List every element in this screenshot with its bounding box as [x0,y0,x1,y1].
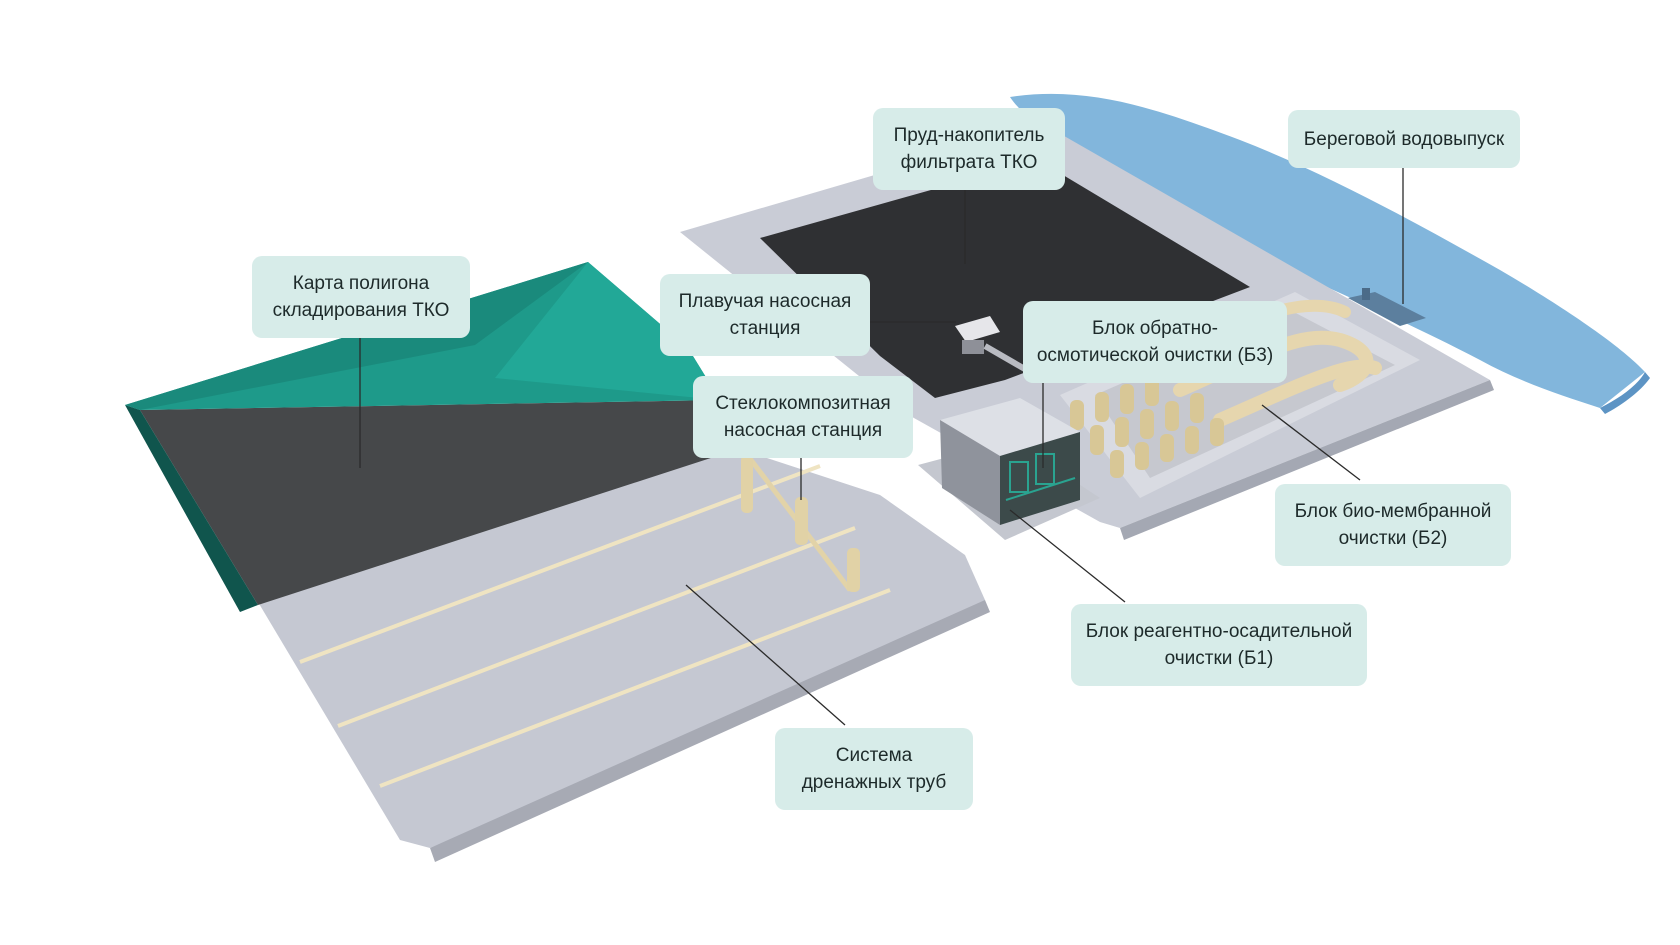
filtrate-pond [760,160,1250,398]
label-drainage-pipes-line1: Система [835,745,913,766]
shore-outlet [1348,288,1426,326]
leader-lines [359,168,1404,726]
drain-pipe-1 [299,464,821,664]
label-reverse-osmosis: Блок обратно- осмотической очистки (Б3) [1023,301,1287,383]
label-landfill-map-line1: Карта полигона [292,273,430,294]
leader-bio [1261,404,1361,481]
label-shore-outlet: Береговой водовыпуск [1288,110,1520,168]
drain-pipe-2 [337,526,856,728]
label-filtrate-pond-line2: фильтрата ТКО [900,152,1038,173]
filter-tanks [1070,376,1224,478]
pump-column-1 [741,455,753,513]
leader-reagent [1009,509,1126,603]
label-shore-outlet-line1: Береговой водовыпуск [1303,128,1505,150]
label-fiberglass-pump-line2: насосная станция [723,420,883,441]
pump-column-3 [847,548,860,592]
label-landfill-map: Карта полигона складирования ТКО [252,256,470,338]
pump-column-2 [795,497,808,545]
label-landfill-map-line2: складирования ТКО [272,300,450,321]
label-reagent-settling: Блок реагентно-осадительной очистки (Б1) [1071,604,1367,686]
landfill-waste-body [140,400,720,605]
label-floating-pump: Плавучая насосная станция [660,274,870,356]
label-drainage-pipes: Система дренажных труб [775,728,973,810]
drain-pipe-3 [379,588,891,788]
label-fiberglass-pump-line1: Стеклокомпозитная [715,393,891,414]
label-floating-pump-line1: Плавучая насосная [678,291,852,312]
label-drainage-pipes-line2: дренажных труб [801,772,947,793]
river [1010,93,1650,414]
label-reverse-osmosis-line1: Блок обратно- [1092,318,1218,339]
landfill-map [125,262,990,862]
floating-pump-station [955,316,1032,375]
label-filtrate-pond: Пруд-накопитель фильтрата ТКО [873,108,1065,190]
label-floating-pump-line2: станция [729,318,801,339]
leader-drain [685,584,846,726]
label-reverse-osmosis-line2: осмотической очистки (Б3) [1036,345,1274,366]
label-filtrate-pond-line1: Пруд-накопитель [893,125,1045,146]
label-bio-membrane: Блок био-мембранной очистки (Б2) [1275,484,1511,566]
label-fiberglass-pump: Стеклокомпозитная насосная станция [693,376,913,458]
label-reagent-settling-line2: очистки (Б1) [1164,648,1274,669]
reagent-settling-building [918,398,1100,540]
label-bio-membrane-line1: Блок био-мембранной [1294,501,1492,522]
label-reagent-settling-line1: Блок реагентно-осадительной [1085,621,1353,642]
label-bio-membrane-line2: очистки (Б2) [1338,528,1448,549]
filtrate-pond-area [680,125,1494,540]
